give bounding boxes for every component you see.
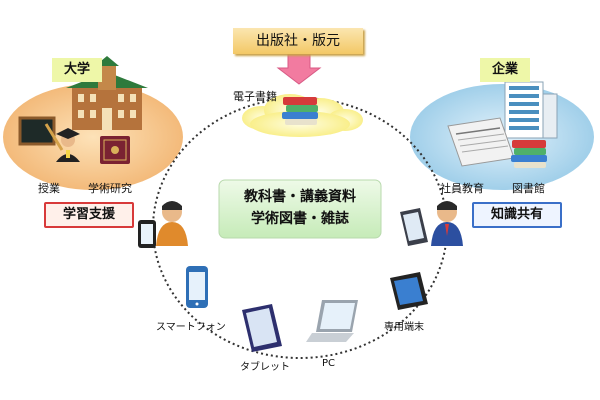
learning-support-label: 学習支援 [62, 207, 115, 222]
ebook-label: 電子書籍 [233, 90, 277, 103]
ereader-icon [390, 272, 428, 310]
tablet-held-icon [400, 208, 428, 246]
business-person-icon [431, 201, 463, 246]
company-item-training: 社員教育 [440, 182, 484, 195]
books-icon [282, 97, 318, 125]
smartphone-label: スマートフォン [156, 322, 226, 333]
tablet-label: タブレット [240, 362, 290, 373]
center-content: 教科書・講義資料 学術図書・雑誌 [219, 186, 381, 230]
office-building-icon [504, 81, 558, 139]
company-title-text: 企業 [491, 62, 518, 77]
university-title-text: 大学 [63, 62, 90, 77]
publisher-label: 出版社・版元 [256, 33, 340, 49]
center-line-1: 教科書・講義資料 [244, 189, 356, 205]
company-item-library: 図書館 [512, 182, 545, 195]
university-title: 大学 [52, 58, 102, 82]
tablet-icon [242, 304, 282, 352]
laptop-icon [306, 300, 358, 342]
university-item-research: 学術研究 [88, 182, 132, 195]
smartphone-held-icon [138, 220, 156, 248]
pc-label: PC [322, 358, 336, 369]
learning-support-badge: 学習支援 [44, 202, 134, 228]
content-panel [218, 179, 382, 239]
graduate-icon [56, 128, 80, 162]
company-title: 企業 [480, 58, 530, 82]
university-item-class: 授業 [38, 182, 60, 195]
publisher-box: 出版社・版元 [233, 28, 363, 54]
down-arrow-icon [276, 53, 322, 85]
academic-book-icon [100, 136, 130, 164]
dedicated-device-label: 専用端末 [384, 322, 424, 333]
university-building-icon [66, 56, 148, 130]
knowledge-sharing-label: 知識共有 [490, 207, 543, 222]
student-icon [156, 201, 188, 246]
blackboard-icon [18, 116, 64, 151]
knowledge-sharing-badge: 知識共有 [472, 202, 562, 228]
center-line-2: 学術図書・雑誌 [251, 211, 349, 227]
smartphone-icon [186, 266, 208, 308]
library-books-icon [511, 140, 547, 168]
